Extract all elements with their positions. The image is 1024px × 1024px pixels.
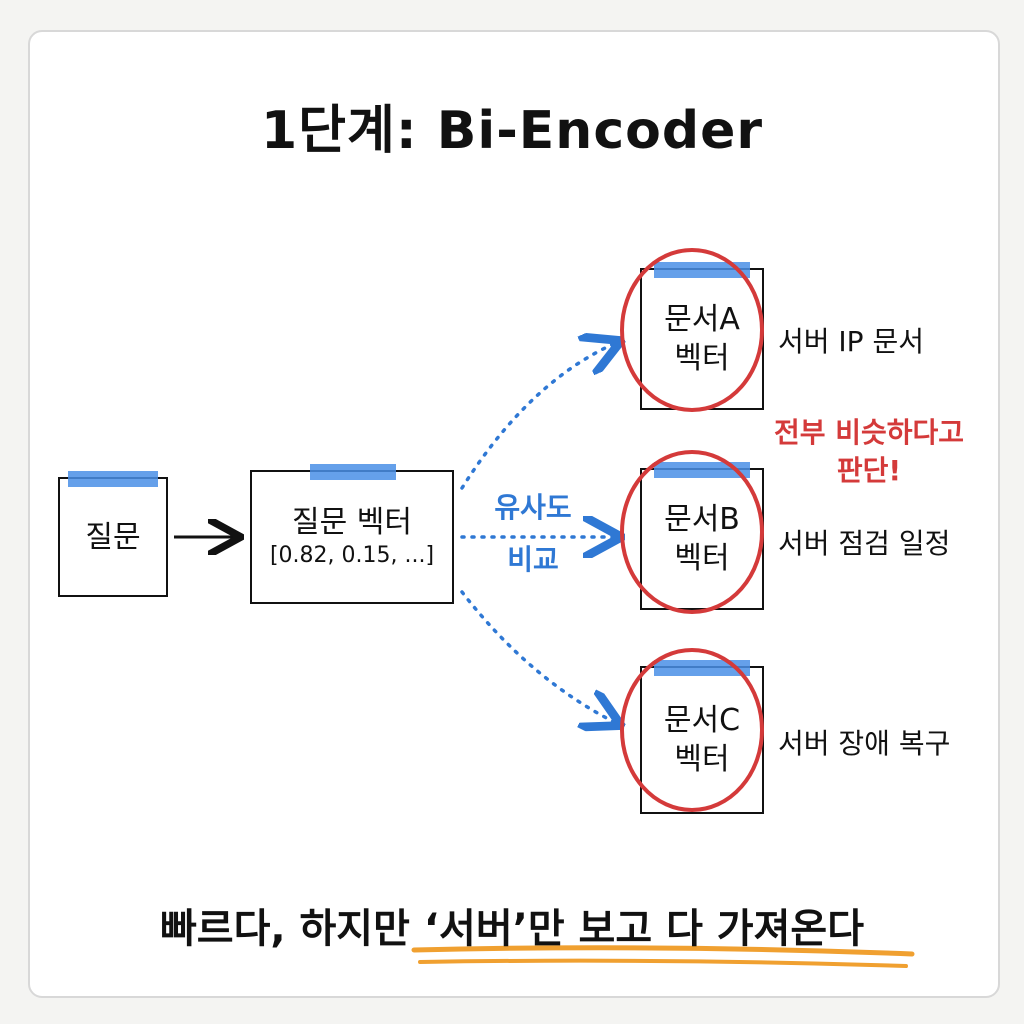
tape-decoration [310, 464, 396, 480]
query-vector-box: 질문 벡터 [0.82, 0.15, ...] [250, 464, 454, 604]
diagram-title: 1단계: Bi-Encoder [260, 101, 764, 161]
query-vector-label: 질문 벡터 [292, 505, 412, 541]
tape-decoration [68, 471, 158, 487]
document-c-sublabel: 벡터 [674, 742, 730, 777]
document-a-description: 서버 IP 문서 [778, 325, 924, 358]
query-vector-values: [0.82, 0.15, ...] [269, 543, 435, 569]
query-box: 질문 [58, 471, 168, 597]
query-label: 질문 [85, 519, 141, 555]
document-box-b: 문서B 벡터 [640, 462, 764, 610]
document-a-label: 문서A [664, 302, 740, 337]
document-b-label: 문서B [664, 502, 740, 537]
document-c-description: 서버 장애 복구 [778, 727, 951, 760]
document-c-label: 문서C [663, 703, 741, 738]
similarity-compare-label: 유사도 비교 [494, 491, 572, 576]
diagram-frame [28, 30, 1000, 998]
document-box-c: 문서C 벡터 [640, 660, 764, 814]
tape-decoration [654, 462, 750, 478]
document-a-sublabel: 벡터 [674, 341, 730, 376]
tape-decoration [654, 262, 750, 278]
document-b-description: 서버 점검 일정 [778, 527, 951, 560]
conclusion-text: 빠르다, 하지만 ‘서버’만 보고 다 가져온다 [159, 906, 864, 952]
document-b-sublabel: 벡터 [674, 541, 730, 576]
document-box-a: 문서A 벡터 [640, 262, 764, 410]
judgment-note: 전부 비슷하다고 판단! [773, 416, 965, 487]
tape-decoration [654, 660, 750, 676]
